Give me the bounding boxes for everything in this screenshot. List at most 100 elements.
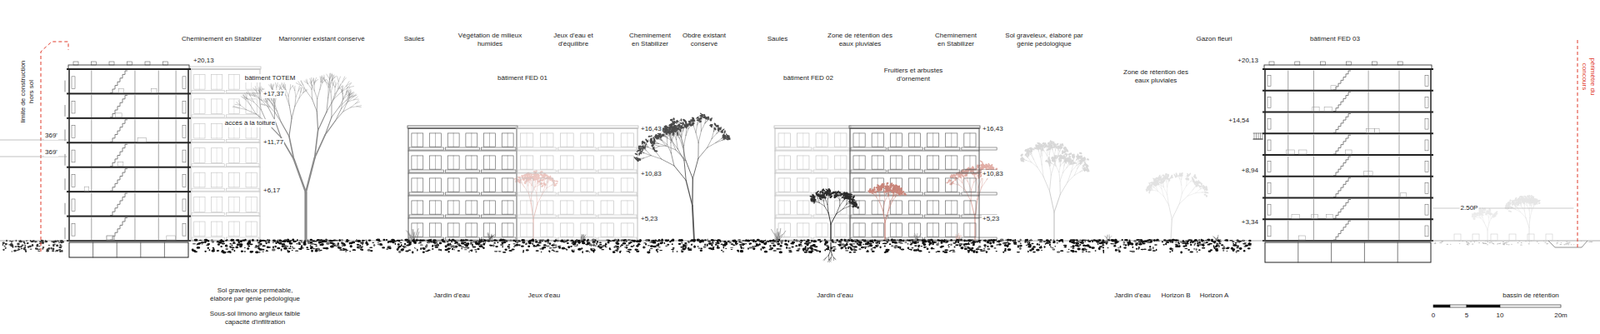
- tree-branch: [685, 180, 693, 207]
- tree-branch: [1484, 222, 1488, 230]
- tree-branch: [1532, 203, 1534, 207]
- tree-branch: [674, 165, 686, 181]
- tree-branch: [336, 76, 339, 82]
- floor-slab: [66, 190, 191, 193]
- tree-branch: [1166, 181, 1168, 187]
- tree-branch: [1182, 185, 1187, 194]
- tree-branch: [1060, 182, 1068, 195]
- tree-branch: [1181, 180, 1182, 186]
- tree-branch: [1055, 165, 1060, 172]
- tree-branch: [1192, 185, 1197, 190]
- window-section: [71, 150, 75, 163]
- tree-branch: [1047, 150, 1048, 156]
- tree-leaf: [1079, 151, 1083, 155]
- tree-branch: [1041, 155, 1042, 165]
- tree-branch: [330, 85, 333, 92]
- tree-branch: [1482, 217, 1485, 223]
- tree-branch: [330, 79, 331, 88]
- roof-equipment: [163, 61, 169, 65]
- tree-branch: [1031, 162, 1038, 168]
- window-section: [71, 100, 75, 114]
- roof-equipment: [109, 61, 115, 65]
- tree-branch: [332, 80, 333, 85]
- tree-leaf: [1507, 210, 1512, 213]
- tree-branch: [318, 111, 327, 130]
- stair: [110, 218, 128, 240]
- tree-leaf: [1538, 202, 1541, 205]
- tree-branch: [1186, 181, 1191, 186]
- window-section: [182, 125, 186, 139]
- tree-branch: [667, 145, 672, 154]
- tree-branch: [1038, 150, 1040, 157]
- tree-branch: [1054, 194, 1060, 213]
- stair: [110, 95, 128, 117]
- tree-branch: [670, 153, 675, 166]
- tree-branch: [1486, 214, 1489, 218]
- tree-leaf: [1067, 152, 1072, 156]
- floor-slab: [66, 68, 191, 70]
- tree-branch: [1049, 175, 1051, 192]
- window-section: [71, 125, 75, 139]
- tree-branch: [1195, 189, 1200, 194]
- tree-branch: [1050, 164, 1055, 175]
- furniture: [117, 162, 124, 167]
- stair: [110, 70, 128, 93]
- tree-branch: [1060, 172, 1064, 181]
- tree-branch: [338, 76, 340, 82]
- tree-leaf: [1509, 199, 1512, 203]
- tree-branch: [325, 117, 332, 135]
- tree-branch: [684, 160, 686, 181]
- tree-leaf: [1203, 194, 1206, 196]
- tree-leaf: [1076, 153, 1079, 157]
- tree-branch: [1529, 218, 1530, 228]
- tree-branch: [1167, 186, 1168, 195]
- tree-branch: [316, 98, 317, 111]
- floor-slab: [66, 117, 191, 120]
- window-section: [71, 76, 75, 90]
- roof-equipment: [73, 61, 79, 65]
- window-section: [71, 199, 75, 212]
- tree-branch: [326, 80, 330, 85]
- roof-equipment: [91, 61, 97, 65]
- stair: [110, 144, 128, 166]
- furniture: [166, 235, 176, 240]
- window-section: [71, 175, 75, 188]
- tree-branch: [1171, 204, 1180, 220]
- floor-slab: [66, 215, 191, 218]
- tree-branch: [1066, 165, 1070, 169]
- tree-branch: [345, 95, 350, 101]
- tree-branch: [335, 89, 340, 95]
- tree-leaf: [1472, 217, 1476, 220]
- tree-branch: [1529, 210, 1530, 219]
- tree-branch: [1077, 165, 1081, 170]
- tree-branch: [342, 77, 346, 82]
- tree-branch: [1044, 150, 1048, 156]
- tree-branch: [316, 111, 318, 131]
- tree-branch: [356, 105, 361, 107]
- tree-branch: [1052, 150, 1055, 156]
- tree-branch: [1487, 223, 1490, 230]
- tree-branch: [692, 205, 695, 241]
- furniture: [84, 186, 90, 191]
- window-section: [182, 100, 186, 114]
- tree-branch: [345, 83, 350, 86]
- tree-branch: [1169, 205, 1173, 220]
- tree-branch: [666, 138, 667, 145]
- stair: [110, 120, 128, 142]
- tree-branch: [1489, 214, 1490, 218]
- tree-branch: [1490, 215, 1491, 219]
- tree-branch: [342, 90, 343, 95]
- tree-branch: [1181, 185, 1183, 194]
- tree-branch: [338, 81, 339, 90]
- tree-branch: [1531, 205, 1532, 211]
- tree-leaf: [979, 160, 984, 164]
- tree-branch: [1059, 172, 1060, 182]
- tree-branch: [1489, 217, 1490, 224]
- tree-branch: [326, 74, 330, 80]
- window-section: [182, 175, 186, 188]
- roof-equipment: [127, 61, 133, 65]
- basement: [69, 242, 189, 258]
- floor-slab: [66, 92, 191, 95]
- window-section: [182, 76, 186, 90]
